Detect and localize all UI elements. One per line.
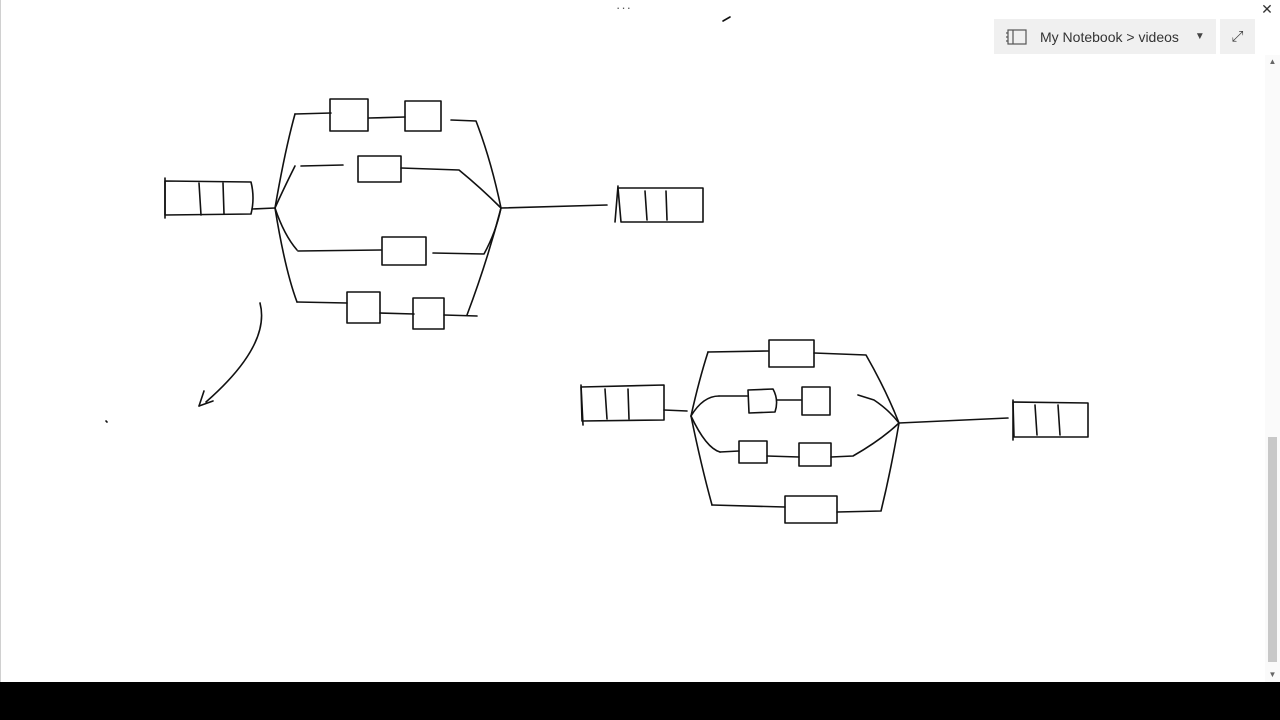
close-button[interactable]: ✕ xyxy=(1261,1,1273,17)
expand-icon: ⤢ xyxy=(1231,28,1244,45)
drag-handle-dots[interactable]: ··· xyxy=(616,0,632,15)
ink-drawing xyxy=(105,16,1089,524)
diagram-bottom-right xyxy=(580,339,1089,524)
bottom-black-bar xyxy=(0,682,1280,720)
diagram-top-left xyxy=(105,16,731,423)
scroll-down-arrow[interactable]: ▼ xyxy=(1268,670,1277,679)
scroll-up-arrow[interactable]: ▲ xyxy=(1268,57,1277,66)
vertical-scrollbar[interactable]: ▲ ▼ xyxy=(1265,55,1280,682)
notebook-icon xyxy=(1006,28,1027,45)
notebook-breadcrumb-dropdown[interactable]: My Notebook > videos ▼ xyxy=(994,19,1216,54)
chevron-down-icon: ▼ xyxy=(1194,31,1205,42)
drawing-canvas[interactable] xyxy=(0,0,1266,682)
expand-button[interactable]: ⤢ xyxy=(1220,19,1255,54)
scroll-thumb[interactable] xyxy=(1268,437,1277,662)
notebook-label: My Notebook > videos xyxy=(1040,28,1179,45)
